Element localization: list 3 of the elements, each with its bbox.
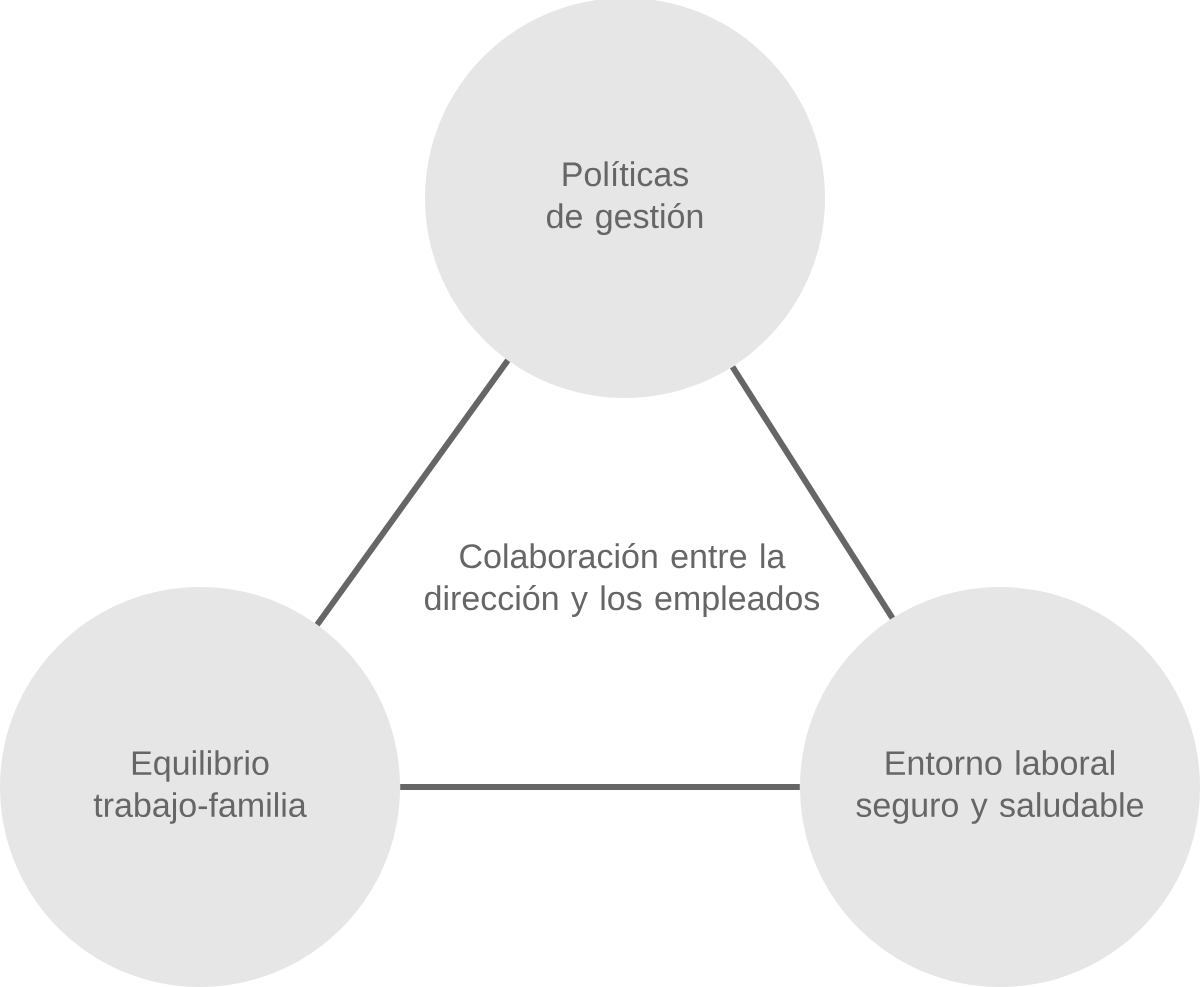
connector-line bbox=[400, 784, 800, 790]
connector-line bbox=[730, 365, 896, 620]
connector-line bbox=[314, 358, 511, 627]
